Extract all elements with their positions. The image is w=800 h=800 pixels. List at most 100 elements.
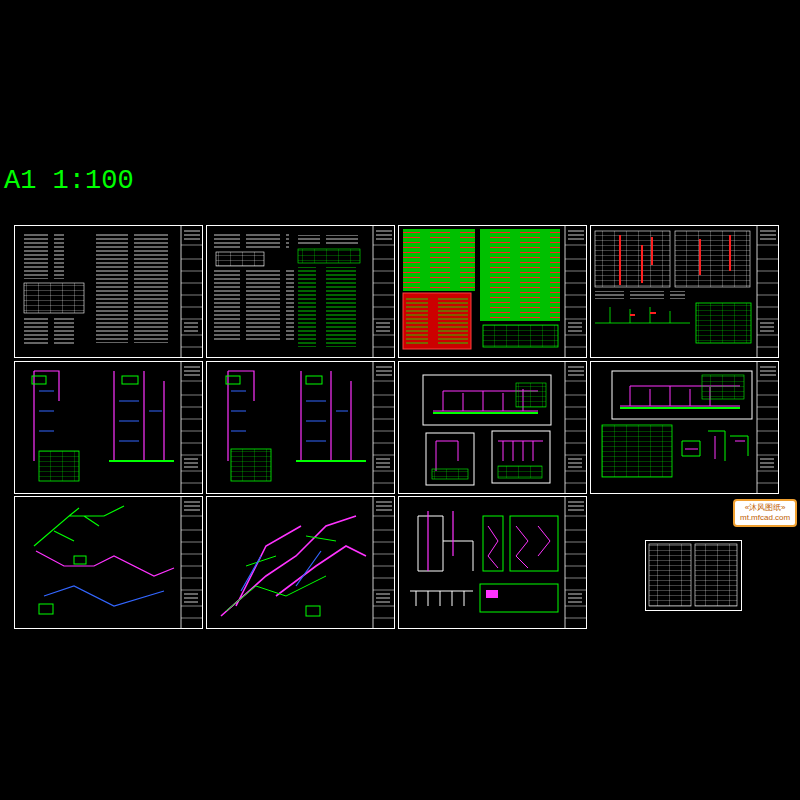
cad-linework	[498, 441, 543, 461]
cad-linework	[488, 526, 498, 568]
cad-linework	[122, 376, 138, 384]
cad-linework	[214, 233, 289, 249]
cad-linework	[700, 235, 730, 275]
cad-linework	[595, 291, 685, 299]
watermark-text: «沐风图纸»	[740, 503, 790, 513]
cad-linework	[15, 362, 204, 494]
cad-linework	[241, 551, 321, 591]
cad-linework	[410, 591, 473, 606]
cad-linework	[96, 233, 171, 343]
cad-linework	[296, 460, 366, 462]
cad-linework	[231, 391, 348, 441]
cad-linework	[36, 551, 174, 576]
cad-linework	[34, 371, 174, 461]
cad-linework	[595, 307, 690, 323]
watermark-text: mt.mfcad.com	[740, 513, 790, 523]
cad-linework	[39, 604, 53, 614]
cad-linework	[216, 252, 264, 266]
cad-linework	[298, 249, 360, 263]
cad-linework	[428, 511, 453, 571]
cad-linework	[15, 497, 204, 629]
cad-linework	[403, 229, 475, 291]
watermark-box: «沐风图纸»mt.mfcad.com	[733, 499, 797, 527]
cad-linework	[630, 313, 656, 315]
cad-linework	[492, 431, 550, 483]
cad-linework	[646, 541, 742, 611]
cad-linework	[620, 407, 740, 409]
cad-linework	[436, 441, 458, 471]
cad-linework	[418, 516, 473, 571]
cad-linework	[646, 541, 742, 611]
cad-linework	[591, 226, 780, 358]
cad-linework	[306, 376, 322, 384]
cad-linework	[696, 303, 751, 343]
cad-linework	[39, 451, 79, 481]
cad-linework	[399, 226, 588, 358]
cad-linework	[15, 226, 204, 358]
cad-linework	[39, 391, 162, 441]
cad-linework	[612, 371, 752, 419]
cad-linework	[44, 586, 164, 606]
cad-linework	[595, 231, 670, 287]
sheet-scale-title: A1 1:100	[4, 168, 134, 195]
cad-linework	[231, 449, 271, 481]
cad-linework	[498, 466, 542, 478]
cad-linework	[695, 544, 737, 606]
cad-linework	[207, 226, 396, 358]
cad-linework	[591, 226, 780, 358]
cad-linework	[207, 497, 396, 629]
cad-linework	[675, 231, 750, 287]
cad-linework	[399, 362, 588, 494]
cad-linework	[682, 431, 748, 461]
cad-linework	[399, 362, 588, 494]
cad-linework	[207, 226, 396, 358]
cad-linework	[207, 362, 396, 494]
cad-linework	[207, 362, 396, 494]
cad-linework	[516, 526, 550, 568]
cad-linework	[480, 584, 558, 612]
cad-linework	[702, 375, 744, 399]
cad-linework	[483, 325, 558, 347]
cad-linework	[24, 317, 74, 345]
cad-linework	[486, 590, 498, 598]
cad-linework	[433, 412, 538, 414]
cad-linework	[226, 536, 336, 611]
cad-linework	[298, 235, 358, 245]
cad-linework	[228, 371, 366, 461]
cad-linework	[15, 226, 204, 358]
cad-linework	[24, 283, 84, 313]
cad-linework	[298, 267, 360, 347]
cad-linework	[685, 436, 745, 459]
cad-linework	[109, 460, 174, 462]
cad-linework	[516, 383, 546, 407]
cad-linework	[426, 433, 474, 485]
cad-linework	[32, 376, 46, 384]
cad-linework	[306, 606, 320, 616]
cad-linework	[423, 375, 551, 425]
cad-linework	[34, 506, 124, 546]
cad-linework	[399, 226, 588, 358]
cad-linework	[399, 497, 588, 629]
cad-linework	[510, 516, 558, 571]
cad-linework	[74, 556, 86, 564]
cad-linework	[214, 270, 294, 340]
cad-linework	[480, 229, 560, 321]
cad-linework	[620, 235, 652, 285]
cad-linework	[406, 297, 468, 345]
cad-linework	[15, 497, 204, 629]
cad-linework	[432, 469, 468, 479]
cad-linework	[602, 425, 672, 477]
cad-linework	[591, 362, 780, 494]
cad-linework	[483, 516, 503, 571]
cad-linework	[207, 497, 396, 629]
cad-linework	[221, 516, 366, 616]
cad-linework	[649, 544, 691, 606]
cad-linework	[15, 362, 204, 494]
cad-linework	[403, 293, 471, 349]
cad-linework	[226, 376, 240, 384]
cad-linework	[591, 362, 780, 494]
cad-linework	[399, 497, 588, 629]
cad-linework	[24, 233, 64, 279]
